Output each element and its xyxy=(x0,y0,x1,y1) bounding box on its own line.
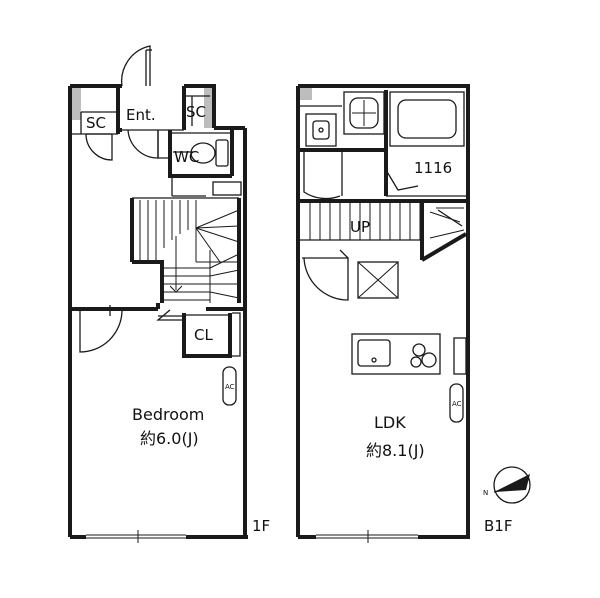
bedroom-name: Bedroom xyxy=(132,405,204,424)
ldk-size: 約8.1(J) xyxy=(366,441,425,460)
plan-1f xyxy=(68,45,248,543)
wc-label: WC xyxy=(174,148,199,166)
plan-b1f xyxy=(296,84,470,543)
cl-label: CL xyxy=(194,326,213,344)
entrance-label: Ent. xyxy=(126,106,156,124)
ac-right-label: AC xyxy=(452,400,462,408)
north-label: N xyxy=(483,489,488,497)
floor-1f-label: 1F xyxy=(252,517,270,535)
ac-left-label: AC xyxy=(225,383,235,391)
floor-b1f-label: B1F xyxy=(484,517,512,535)
sc-left-label: SC xyxy=(86,114,106,132)
bedroom-size: 約6.0(J) xyxy=(140,429,199,448)
up-label: UP xyxy=(350,218,370,236)
sc-right-label: SC xyxy=(186,103,206,121)
north-compass-icon xyxy=(493,466,531,504)
ldk-name: LDK xyxy=(374,413,406,432)
room-number: 1116 xyxy=(414,159,452,177)
